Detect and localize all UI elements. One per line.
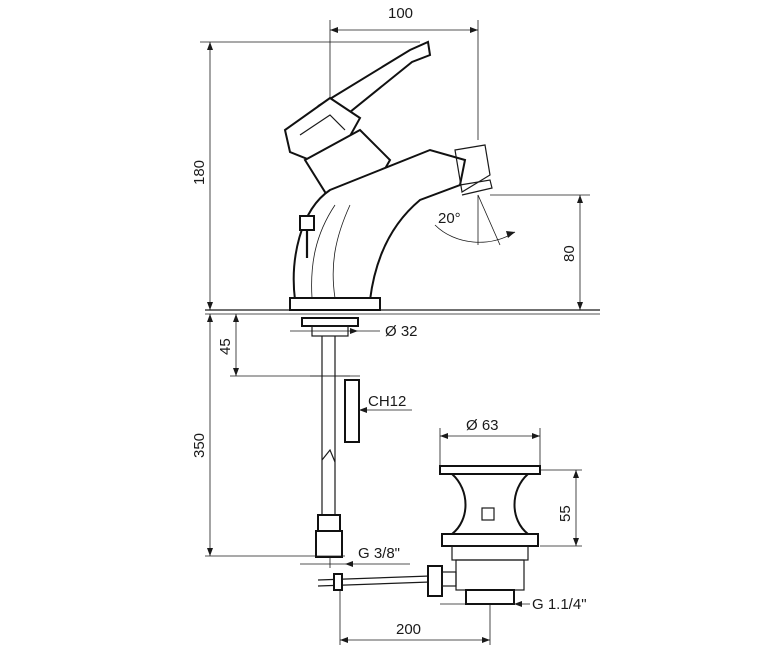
- label-rod-length: 200: [396, 621, 421, 638]
- label-waste-height: 55: [557, 505, 574, 522]
- label-spout-angle: 20°: [438, 210, 461, 227]
- dimension-supply-thread: G 3/8": [300, 545, 410, 568]
- dimension-rod-200: 200: [340, 621, 490, 643]
- label-waste-thread: G 1.1/4": [532, 596, 587, 613]
- label-height-180: 180: [191, 160, 208, 185]
- supply-hose: CH12: [310, 336, 412, 558]
- label-width-100: 100: [388, 5, 413, 22]
- dimension-spout-angle: 20°: [434, 194, 516, 246]
- label-nut-size: CH12: [368, 393, 406, 410]
- label-base-thickness: 45: [217, 338, 234, 355]
- label-waste-diameter: Ø 63: [466, 417, 499, 434]
- dimension-spout-height-80: 80: [490, 194, 590, 310]
- dimension-height-180: 180: [191, 41, 420, 310]
- dimension-base: Ø 32 45: [217, 314, 418, 377]
- popup-rod: [317, 565, 457, 645]
- label-hose-length: 350: [191, 433, 208, 458]
- faucet-body: [283, 40, 493, 311]
- label-base-diameter: Ø 32: [385, 323, 418, 340]
- dimension-hose-350: 350: [191, 314, 345, 557]
- label-supply-thread: G 3/8": [358, 545, 400, 562]
- waste-drain: Ø 63 55 G 1.1/4": [439, 417, 587, 645]
- dimension-width-100: 100: [329, 5, 479, 140]
- label-spout-height-80: 80: [561, 245, 578, 262]
